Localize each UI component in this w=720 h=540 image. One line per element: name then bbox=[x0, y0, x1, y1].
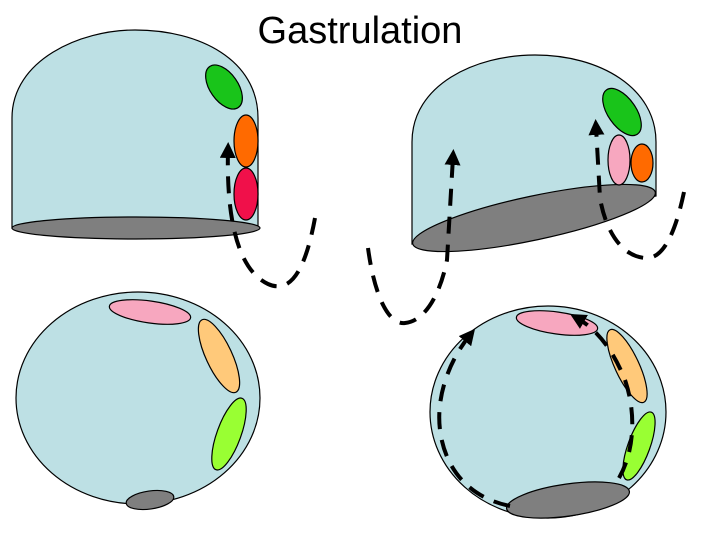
migration-arrow bbox=[570, 314, 635, 479]
cell-light-green bbox=[211, 397, 247, 471]
embryo-top-right bbox=[366, 54, 686, 326]
embryo-bottom-right bbox=[429, 305, 667, 519]
migration-arrow bbox=[219, 142, 317, 289]
embryo-top-left bbox=[11, 29, 317, 289]
cell-light-orange bbox=[197, 318, 241, 394]
blastopore-disc bbox=[11, 216, 261, 240]
cell-orange bbox=[233, 114, 259, 168]
cell-red bbox=[233, 167, 259, 221]
migration-arrow bbox=[366, 149, 461, 326]
diagram-title: Gastrulation bbox=[257, 10, 463, 52]
cell-pink bbox=[607, 134, 631, 186]
cell-pink bbox=[108, 299, 192, 325]
cell-green bbox=[205, 64, 243, 110]
embryo-bottom-left bbox=[15, 291, 261, 511]
blastopore-disc bbox=[125, 489, 175, 511]
migration-arrow bbox=[437, 328, 511, 508]
blastopore-disc bbox=[412, 183, 656, 253]
cell-green bbox=[602, 87, 642, 137]
blastopore-disc bbox=[505, 481, 631, 519]
migration-arrow bbox=[588, 119, 686, 261]
cell-light-green bbox=[622, 411, 656, 481]
cell-light-orange bbox=[606, 328, 648, 404]
embryo-body bbox=[15, 291, 261, 505]
cell-orange bbox=[630, 143, 654, 183]
embryo-body bbox=[11, 29, 259, 229]
